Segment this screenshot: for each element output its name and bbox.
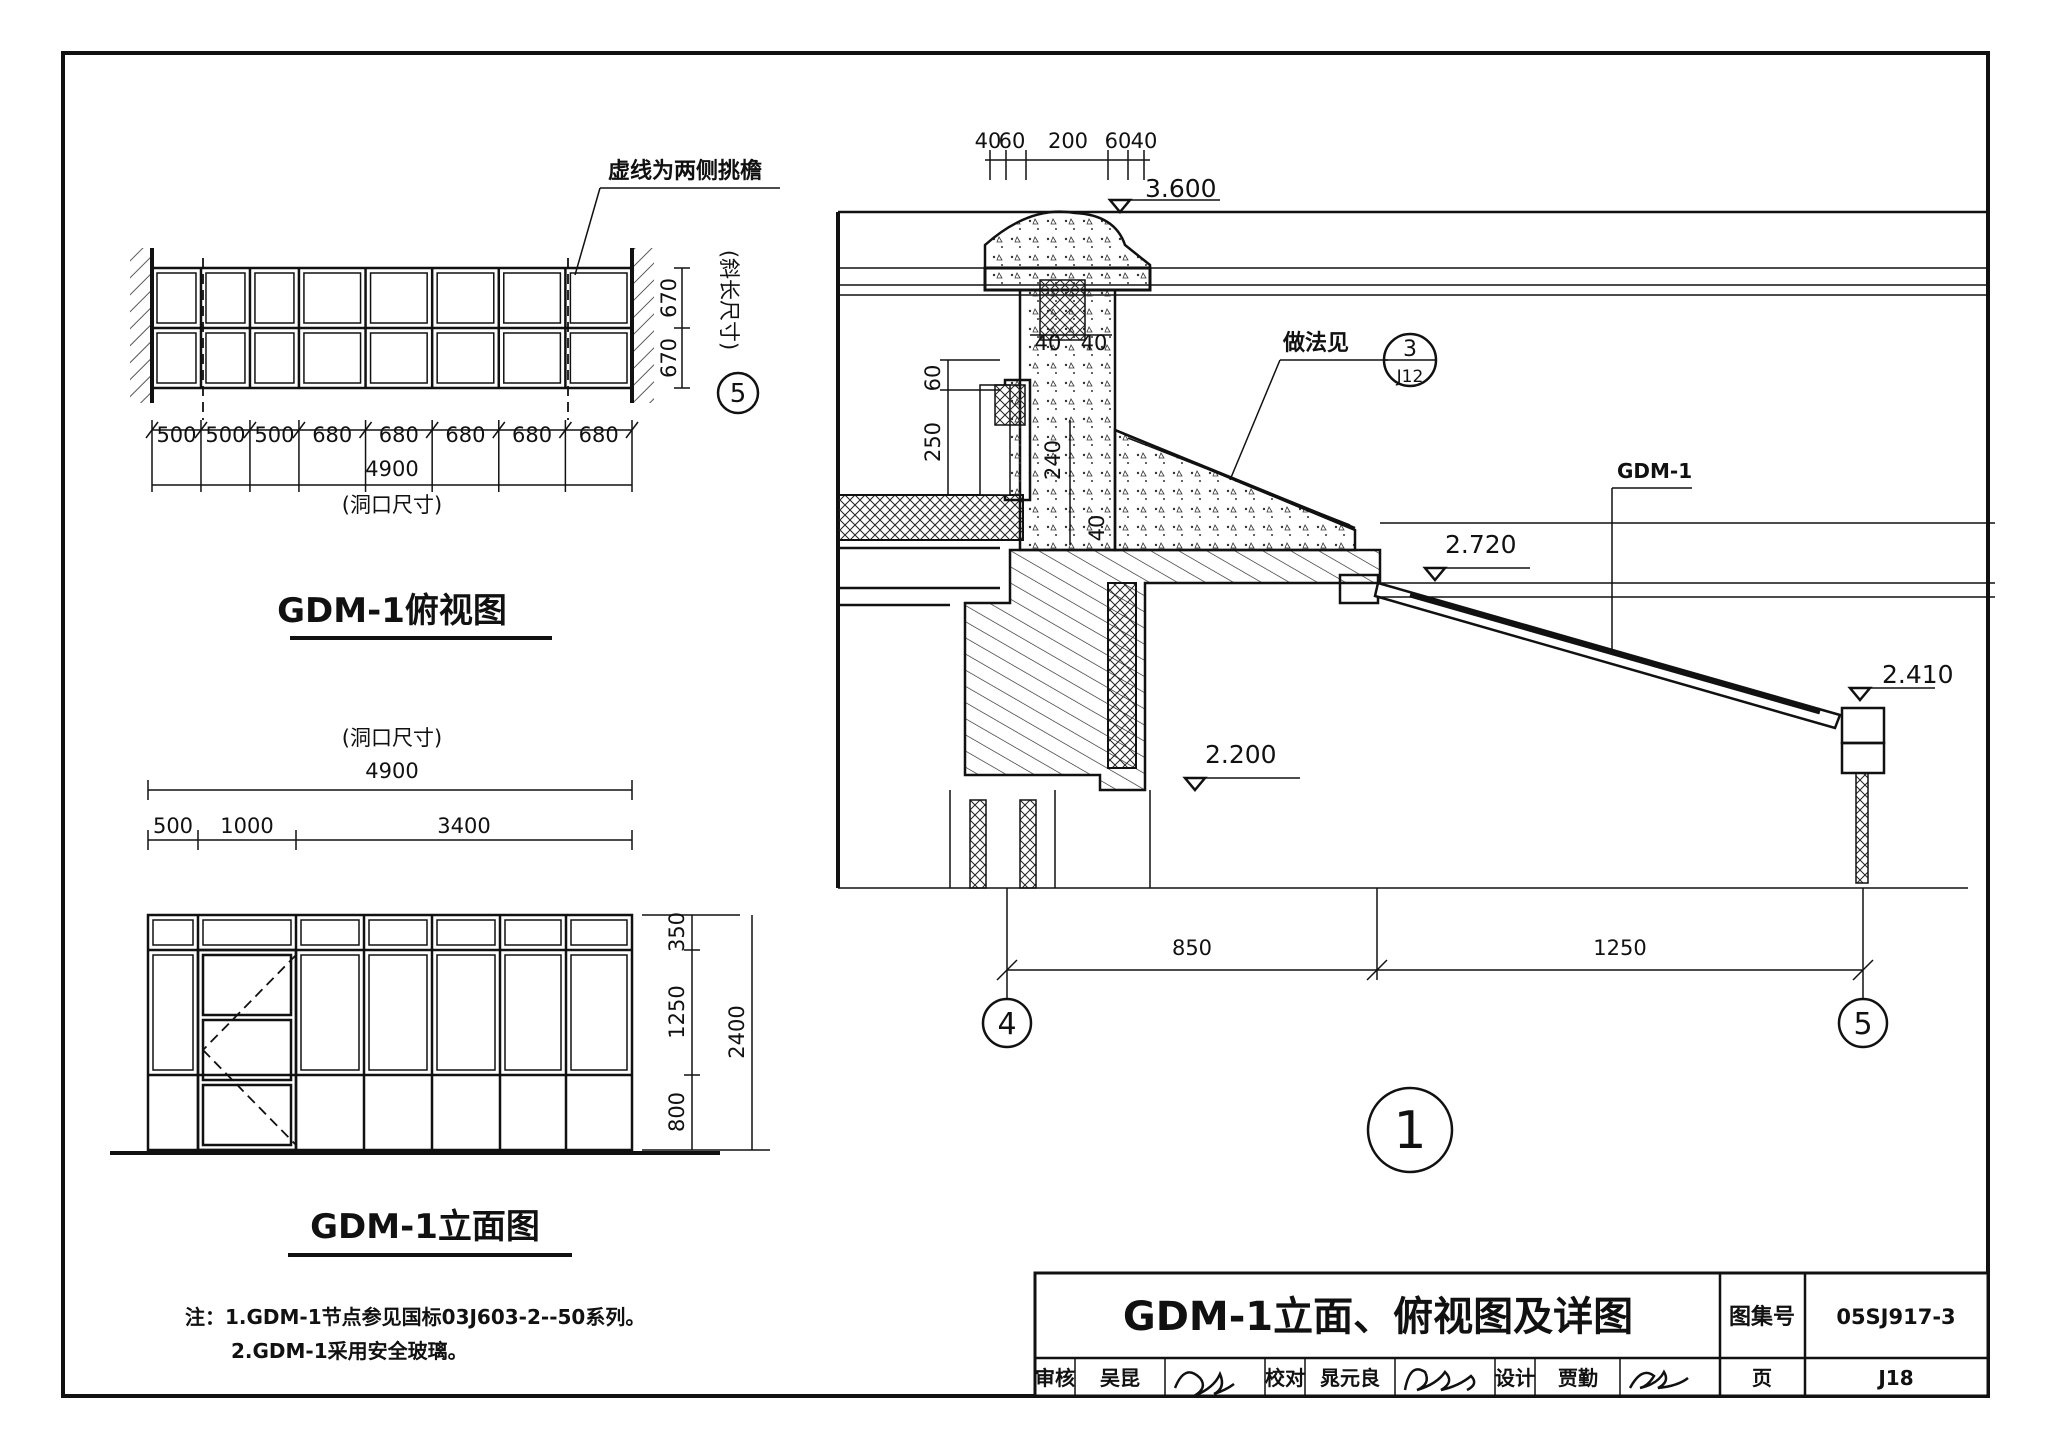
plan-side-dim-1: 670 <box>657 278 681 318</box>
elev-dim-1250: 1250 <box>665 985 689 1038</box>
reviewer-name: 吴昆 <box>1100 1366 1140 1390</box>
top-dim-60b: 60 <box>1105 129 1132 153</box>
page-number: J18 <box>1876 1366 1913 1390</box>
elev-dim-2400: 2400 <box>725 1005 749 1058</box>
elev-total: 4900 <box>365 759 418 783</box>
top-dim-60a: 60 <box>999 129 1026 153</box>
note-line-1: 注：1.GDM-1节点参见国标03J603-2--50系列。 <box>185 1305 645 1329</box>
bottom-dim-850: 850 <box>1172 936 1212 960</box>
check-label: 校对 <box>1265 1366 1305 1390</box>
top-dim-200: 200 <box>1048 129 1088 153</box>
plan-dim-label: 680 <box>379 423 419 447</box>
ref-text: 做法见 <box>1282 330 1349 356</box>
left-dim-250: 250 <box>921 422 945 462</box>
plan-dim-label: 680 <box>445 423 485 447</box>
sheet-title: GDM-1立面、俯视图及详图 <box>1123 1294 1633 1340</box>
level-2200: 2.200 <box>1205 740 1277 769</box>
level-2720: 2.720 <box>1445 530 1517 559</box>
elev-dim-800: 800 <box>665 1092 689 1132</box>
top-dim-40b: 40 <box>1131 129 1158 153</box>
inner-dim-240: 240 <box>1041 440 1065 480</box>
plan-dim-label: 500 <box>254 423 294 447</box>
left-dim-60: 60 <box>921 365 945 392</box>
note-line-2: 2.GDM-1采用安全玻璃。 <box>231 1339 468 1363</box>
reviewer-signature <box>1173 1370 1235 1398</box>
ref-number: 3 <box>1403 337 1417 362</box>
axis-5: 5 <box>1853 1007 1872 1042</box>
checker-signature <box>1403 1368 1476 1392</box>
designer-name: 贾勤 <box>1558 1366 1598 1390</box>
page-label: 页 <box>1752 1366 1772 1390</box>
plan-title: GDM-1俯视图 <box>277 591 507 631</box>
gdm-label: GDM-1 <box>1617 459 1692 483</box>
ref-page: J12 <box>1396 367 1424 387</box>
title-block: GDM-1立面、俯视图及详图 图集号 05SJ917-3 审核 吴昆 校对 晁元… <box>1033 1271 1990 1398</box>
atlas-label: 图集号 <box>1729 1304 1795 1330</box>
plan-note: 虚线为两侧挑檐 <box>608 158 762 184</box>
sheet-border <box>61 51 1990 1398</box>
checker-name: 晁元良 <box>1320 1366 1380 1390</box>
elev-dim-500: 500 <box>153 814 193 838</box>
design-label: 设计 <box>1495 1366 1535 1390</box>
elev-dim-3400: 3400 <box>437 814 490 838</box>
plan-dim-label: 680 <box>512 423 552 447</box>
level-2410: 2.410 <box>1882 660 1954 689</box>
inner-dim-40c: 40 <box>1085 515 1109 542</box>
elevation-title: GDM-1立面图 <box>310 1207 540 1247</box>
plan-opening: (洞口尺寸) <box>342 493 442 517</box>
plan-dim-label: 680 <box>312 423 352 447</box>
section-detail: 3.600 2.720 2.410 2.200 40 60 200 60 40 … <box>836 129 1995 1174</box>
designer-signature <box>1628 1369 1689 1390</box>
plan-total: 4900 <box>365 457 418 481</box>
plan-axis-5: 5 <box>730 379 747 409</box>
elev-dim-350: 350 <box>665 912 689 952</box>
plan-dim-label: 500 <box>205 423 245 447</box>
elev-dim-1000: 1000 <box>220 814 273 838</box>
top-dim-40a: 40 <box>975 129 1002 153</box>
plan-dim-label: 500 <box>156 423 196 447</box>
axis-4: 4 <box>997 1007 1016 1042</box>
level-3600: 3.600 <box>1145 174 1217 203</box>
elev-opening: (洞口尺寸) <box>342 726 442 750</box>
detail-number: 1 <box>1393 1101 1426 1161</box>
review-label: 审核 <box>1035 1366 1075 1390</box>
bottom-dim-1250: 1250 <box>1593 936 1646 960</box>
plan-dim-label: 680 <box>579 423 619 447</box>
plan-view: 虚线为两侧挑檐 500 500 500 680 680 680 680 680 4900 (洞… <box>130 158 780 640</box>
elevation-view: (洞口尺寸) 4900 500 1000 3400 350 1 <box>110 726 770 1257</box>
atlas-number: 05SJ917-3 <box>1836 1305 1955 1329</box>
plan-side-label: (斜长尺寸) <box>717 250 741 350</box>
plan-side-dim-2: 670 <box>657 338 681 378</box>
